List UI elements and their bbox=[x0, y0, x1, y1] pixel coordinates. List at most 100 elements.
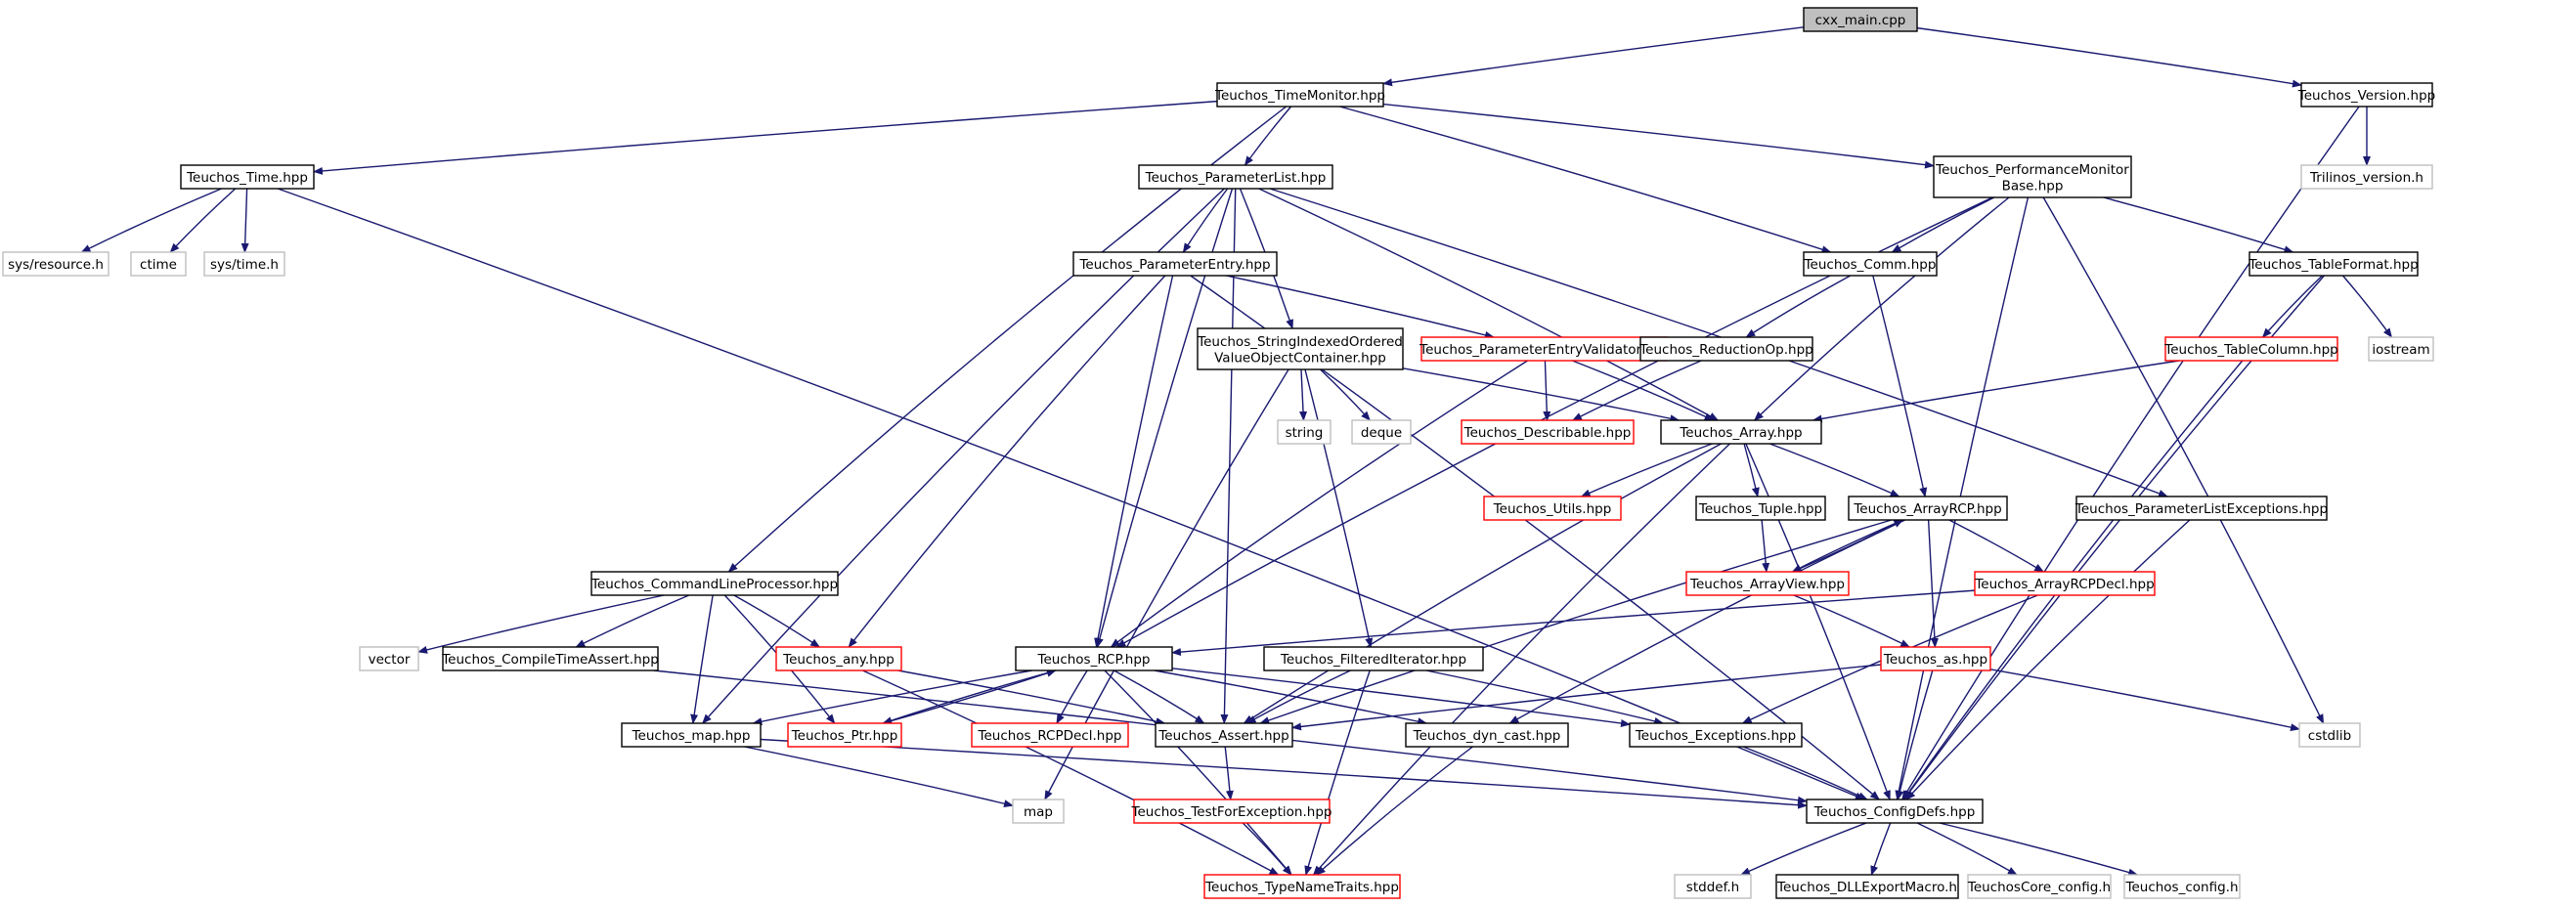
node-sys_time: sys/time.h bbox=[203, 251, 285, 277]
node-box-cstdlib bbox=[2298, 722, 2361, 748]
node-teuchoscore_config: TeuchosCore_config.h bbox=[1967, 874, 2112, 899]
node-dllexport[interactable]: Teuchos_DLLExportMacro.h bbox=[1775, 874, 1959, 899]
node-rcp[interactable]: Teuchos_RCP.hpp bbox=[1015, 646, 1173, 671]
node-filtereditr[interactable]: Teuchos_FilteredIterator.hpp bbox=[1263, 646, 1484, 671]
node-tuple[interactable]: Teuchos_Tuple.hpp bbox=[1695, 496, 1826, 521]
edge-cmdline-to-map_hpp bbox=[690, 594, 714, 724]
edge-dyncast-to-typenametraits bbox=[1315, 746, 1473, 876]
edge-testforexception-to-typenametraits bbox=[1242, 822, 1292, 876]
edge-array-to-utils bbox=[1580, 443, 1713, 497]
node-label-trilinos_version: Trilinos_version.h bbox=[2309, 170, 2423, 186]
node-label-comm: Teuchos_Comm.hpp bbox=[1804, 257, 1937, 273]
edge-timemonitor-to-parameterlist bbox=[1244, 106, 1292, 166]
node-box-testforexception bbox=[1133, 799, 1331, 824]
node-tablecolumn[interactable]: Teuchos_TableColumn.hpp bbox=[2163, 336, 2338, 362]
node-box-array bbox=[1660, 419, 1822, 445]
edge-time-to-sys_time bbox=[240, 188, 249, 253]
node-label-map_hpp: Teuchos_map.hpp bbox=[632, 728, 751, 744]
node-stddef: stddef.h bbox=[1674, 874, 1752, 899]
node-array[interactable]: Teuchos_Array.hpp bbox=[1660, 419, 1822, 445]
node-label-map: map bbox=[1024, 804, 1053, 820]
node-plexceptions[interactable]: Teuchos_ParameterListExceptions.hpp bbox=[2074, 496, 2328, 521]
node-timemonitor[interactable]: Teuchos_TimeMonitor.hpp bbox=[1214, 82, 1385, 108]
edge-tablecolumn-to-array bbox=[1812, 360, 2180, 423]
node-arrayview[interactable]: Teuchos_ArrayView.hpp bbox=[1685, 571, 1850, 596]
node-label-teuchoscore_config: TeuchosCore_config.h bbox=[1967, 880, 2111, 895]
node-label-dyncast: Teuchos_dyn_cast.hpp bbox=[1413, 728, 1561, 744]
node-box-tuple bbox=[1695, 496, 1826, 521]
edge-array-to-arrayrcp bbox=[1769, 443, 1900, 497]
node-any[interactable]: Teuchos_any.hpp bbox=[775, 646, 902, 671]
node-parameterlist[interactable]: Teuchos_ParameterList.hpp bbox=[1138, 164, 1333, 190]
node-label-utils: Teuchos_Utils.hpp bbox=[1493, 501, 1612, 517]
node-assert[interactable]: Teuchos_Assert.hpp bbox=[1155, 722, 1293, 748]
node-as[interactable]: Teuchos_as.hpp bbox=[1880, 646, 1991, 671]
node-label-describable: Teuchos_Describable.hpp bbox=[1463, 425, 1632, 441]
node-box-arrayview bbox=[1685, 571, 1850, 596]
node-box-dllexport bbox=[1775, 874, 1959, 899]
node-rcpdecl[interactable]: Teuchos_RCPDecl.hpp bbox=[971, 722, 1129, 748]
node-parameterentry[interactable]: Teuchos_ParameterEntry.hpp bbox=[1072, 251, 1278, 277]
edge-rcp-to-dyncast bbox=[1154, 669, 1428, 726]
node-comm[interactable]: Teuchos_Comm.hpp bbox=[1803, 251, 1938, 277]
node-box-vector bbox=[359, 646, 419, 671]
node-map_hpp[interactable]: Teuchos_map.hpp bbox=[621, 722, 762, 748]
node-label-testforexception: Teuchos_TestForException.hpp bbox=[1131, 804, 1332, 820]
node-box-exceptions bbox=[1629, 722, 1803, 748]
node-box-time bbox=[180, 164, 315, 190]
edge-perfmonitor-to-comm bbox=[1891, 196, 1995, 253]
node-label-rcpdecl: Teuchos_RCPDecl.hpp bbox=[978, 728, 1122, 744]
edge-pevalidator-to-describable bbox=[1543, 360, 1551, 421]
node-configdefs[interactable]: Teuchos_ConfigDefs.hpp bbox=[1806, 799, 1984, 824]
node-time[interactable]: Teuchos_Time.hpp bbox=[180, 164, 315, 190]
edge-parameterlist-to-parameterentry bbox=[1182, 188, 1229, 253]
node-label-vector: vector bbox=[369, 652, 411, 668]
edge-version-to-configdefs bbox=[1901, 106, 2360, 800]
node-exceptions[interactable]: Teuchos_Exceptions.hpp bbox=[1629, 722, 1803, 748]
edge-time-to-configdefs bbox=[277, 188, 1865, 800]
node-box-string bbox=[1277, 419, 1332, 445]
node-version[interactable]: Teuchos_Version.hpp bbox=[2297, 82, 2435, 108]
node-box-perfmonitor bbox=[1933, 155, 2132, 198]
node-box-filtereditr bbox=[1263, 646, 1484, 671]
edge-rcp-to-typenametraits bbox=[1104, 669, 1292, 876]
edge-stringindexed-to-filtereditr bbox=[1304, 368, 1374, 648]
node-arrayrcp[interactable]: Teuchos_ArrayRCP.hpp bbox=[1848, 496, 2008, 521]
node-label-timemonitor: Teuchos_TimeMonitor.hpp bbox=[1214, 88, 1385, 104]
node-utils[interactable]: Teuchos_Utils.hpp bbox=[1483, 496, 1622, 521]
node-reductionop[interactable]: Teuchos_ReductionOp.hpp bbox=[1638, 336, 1813, 362]
node-pevalidator[interactable]: Teuchos_ParameterEntryValidator.hpp bbox=[1419, 336, 1670, 362]
node-describable[interactable]: Teuchos_Describable.hpp bbox=[1461, 419, 1635, 445]
node-label-tablecolumn: Teuchos_TableColumn.hpp bbox=[2163, 342, 2337, 358]
edges-layer bbox=[80, 26, 2393, 877]
node-box-sys_time bbox=[203, 251, 285, 277]
node-label-array: Teuchos_Array.hpp bbox=[1679, 425, 1802, 441]
node-typenametraits[interactable]: Teuchos_TypeNameTraits.hpp bbox=[1203, 874, 1401, 899]
node-tableformat[interactable]: Teuchos_TableFormat.hpp bbox=[2248, 251, 2419, 277]
node-label-rcp: Teuchos_RCP.hpp bbox=[1037, 652, 1151, 668]
edge-perfmonitor-to-tableformat bbox=[2103, 196, 2294, 254]
node-arrayrcpdecl[interactable]: Teuchos_ArrayRCPDecl.hpp bbox=[1974, 571, 2156, 596]
edge-filtereditr-to-exceptions bbox=[1425, 669, 1665, 725]
node-box-map bbox=[1012, 799, 1065, 824]
node-dyncast[interactable]: Teuchos_dyn_cast.hpp bbox=[1405, 722, 1569, 748]
node-cxx_main[interactable]: cxx_main.cpp bbox=[1803, 7, 1918, 32]
node-box-parameterentry bbox=[1072, 251, 1278, 277]
edge-any-to-assert bbox=[897, 669, 1166, 726]
edge-comm-to-reductionop bbox=[1745, 275, 1852, 338]
node-label-arrayview: Teuchos_ArrayView.hpp bbox=[1689, 577, 1845, 592]
node-compiletimeassert[interactable]: Teuchos_CompileTimeAssert.hpp bbox=[441, 646, 659, 671]
node-stringindexed[interactable]: Teuchos_StringIndexedOrderedValueObjectC… bbox=[1197, 327, 1404, 370]
node-label-tableformat: Teuchos_TableFormat.hpp bbox=[2248, 257, 2418, 273]
node-box-as bbox=[1880, 646, 1991, 671]
node-box-stringindexed bbox=[1197, 327, 1404, 370]
edge-rcp-to-exceptions bbox=[1171, 668, 1631, 727]
node-label-version: Teuchos_Version.hpp bbox=[2297, 88, 2435, 104]
edge-arrayrcp-to-as bbox=[1927, 519, 1939, 648]
edge-as-to-assert bbox=[1291, 664, 1882, 731]
node-ptr[interactable]: Teuchos_Ptr.hpp bbox=[787, 722, 902, 748]
node-cmdline[interactable]: Teuchos_CommandLineProcessor.hpp bbox=[590, 571, 839, 596]
node-testforexception[interactable]: Teuchos_TestForException.hpp bbox=[1131, 799, 1332, 824]
node-label-ctime: ctime bbox=[140, 257, 177, 273]
